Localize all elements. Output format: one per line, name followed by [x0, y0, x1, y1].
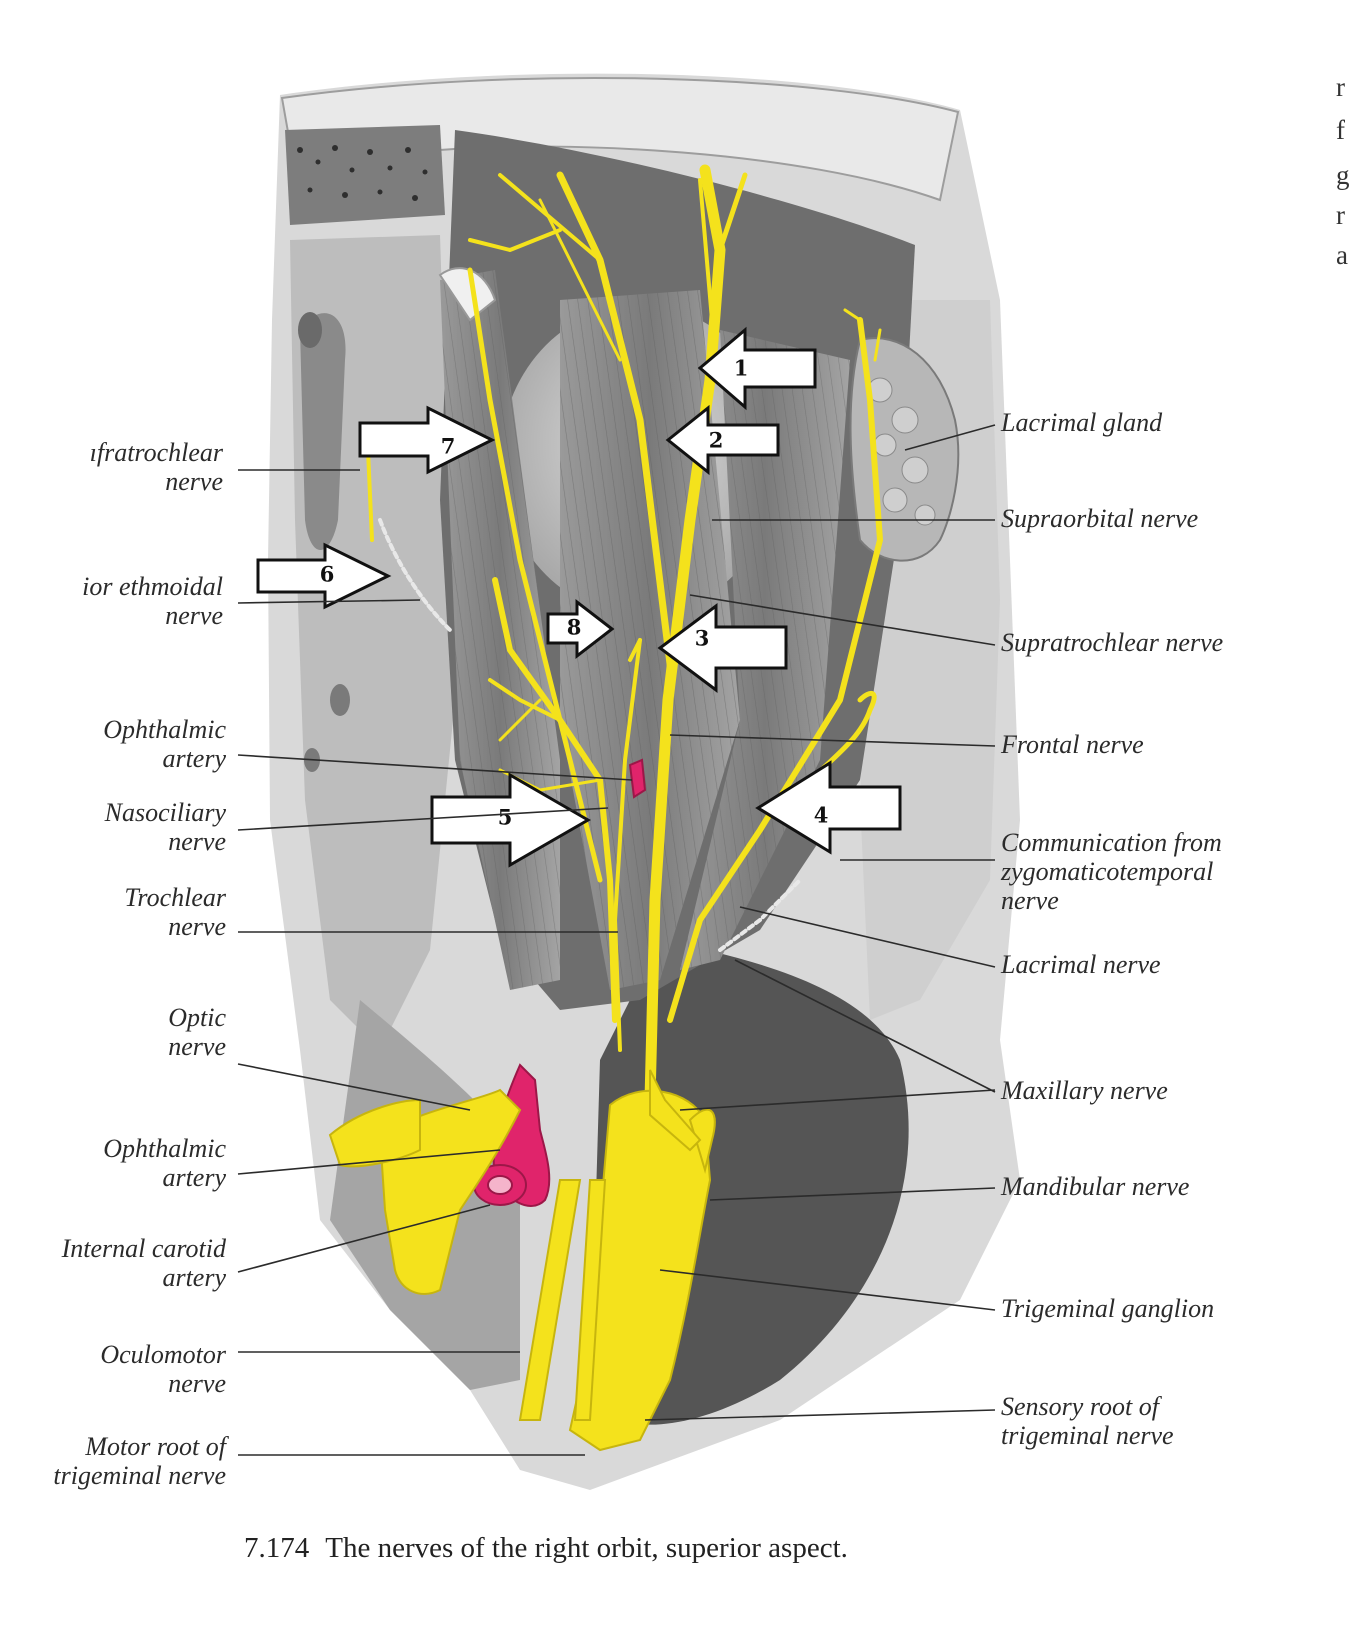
arrow-6 [256, 542, 392, 610]
arrow-number-1: 1 [733, 355, 749, 381]
arrow-7 [358, 405, 496, 475]
trochlear-nerve [613, 638, 642, 1052]
arrow-5 [430, 772, 592, 868]
trigeminal-complex [328, 1069, 716, 1452]
margin-text: f [1336, 115, 1345, 145]
arrow-3 [657, 603, 788, 693]
motor-root [573, 1179, 607, 1421]
label-lacrimal-nerve: Lacrimal nerve [1001, 950, 1161, 979]
arrow-number-7: 7 [440, 433, 456, 459]
margin-text: g [1336, 160, 1350, 190]
arrow-number-3: 3 [694, 625, 710, 651]
arrow-number-5: 5 [497, 804, 513, 830]
label-mandibular-nerve: Mandibular nerve [1001, 1172, 1190, 1201]
arrow-number-6: 6 [319, 561, 335, 587]
arrow-4 [755, 760, 902, 855]
figure-caption-text: The nerves of the right orbit, superior … [325, 1532, 848, 1564]
arrow-2 [665, 404, 780, 476]
label-frontal-nerve: Frontal nerve [1001, 730, 1144, 759]
infratrochlear-nerve [467, 267, 603, 883]
figure-number: 7.174 [244, 1532, 310, 1564]
label-supraorbital-nerve: Supraorbital nerve [1001, 504, 1199, 533]
label-maxillary-nerve: Maxillary nerve [1001, 1076, 1168, 1105]
label-trigeminal-ganglion: Trigeminal ganglion [1001, 1294, 1215, 1323]
nerves [366, 164, 883, 1106]
margin-text: a [1336, 240, 1348, 270]
label-supratrochlear-nerve: Supratrochlear nerve [1001, 628, 1224, 657]
lacrimal-nerve [667, 317, 883, 1023]
figure-caption: 7.174 The nerves of the right orbit, supe… [244, 1532, 848, 1565]
maxillary-root [649, 1069, 702, 1152]
margin-text: r [1336, 72, 1345, 102]
pointer-arrows [256, 326, 902, 868]
label-lacrimal-gland: Lacrimal gland [1001, 408, 1163, 437]
arrow-8 [546, 598, 615, 660]
arrow-number-2: 2 [708, 427, 724, 453]
oculomotor-nerve [518, 1179, 582, 1421]
margin-text: r [1336, 200, 1345, 230]
arrow-number-4: 4 [813, 802, 829, 828]
arrow-1 [697, 326, 817, 411]
arrow-number-8: 8 [566, 614, 582, 640]
nasociliary-nerve [492, 577, 618, 1023]
